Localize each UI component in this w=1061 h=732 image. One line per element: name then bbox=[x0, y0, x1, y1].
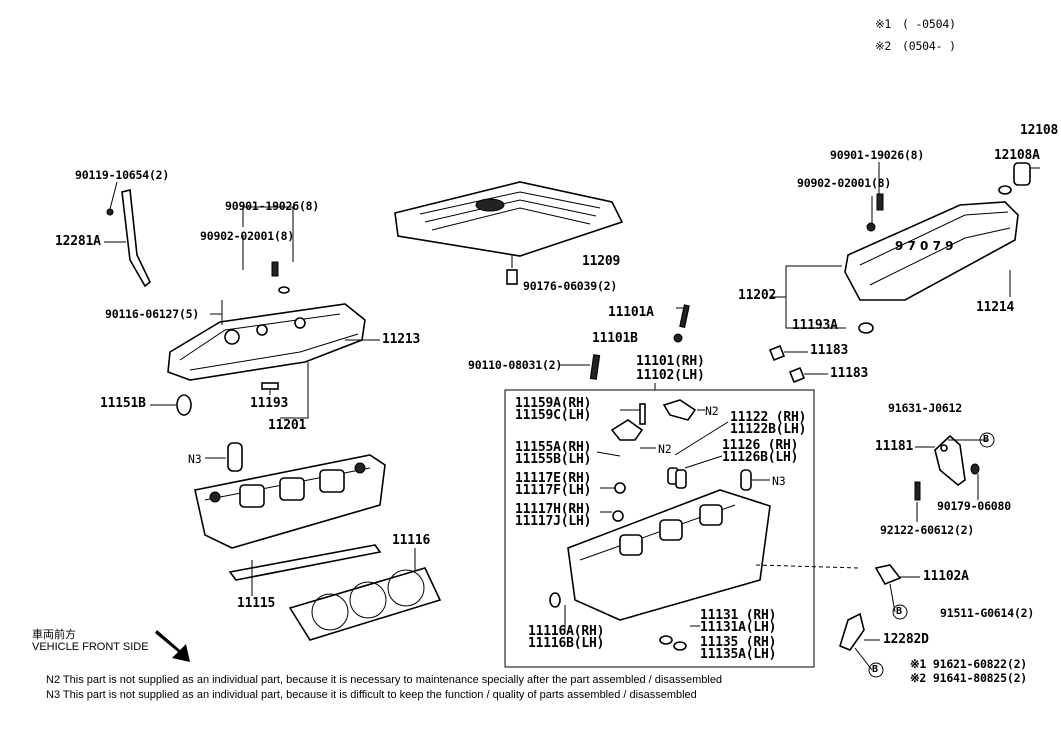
label-12282D[interactable]: 12282D bbox=[883, 632, 929, 647]
label-11181[interactable]: 11181 bbox=[875, 439, 914, 454]
label-12281A[interactable]: 12281A bbox=[55, 234, 101, 249]
label-11101B[interactable]: 11101B bbox=[592, 331, 638, 346]
cylinder-head-right[interactable] bbox=[549, 399, 861, 651]
direction-arrow bbox=[155, 630, 190, 662]
label-91631[interactable]: 91631-J0612 bbox=[888, 401, 962, 415]
label-90110[interactable]: 90110-08031(2) bbox=[468, 358, 563, 372]
legend-mark-1: ※1 bbox=[875, 17, 892, 31]
label-11193[interactable]: 11193 bbox=[250, 396, 289, 411]
label-11202[interactable]: 11202 bbox=[738, 288, 777, 303]
label-11116[interactable]: 11116 bbox=[392, 533, 431, 548]
label-12108[interactable]: 12108 bbox=[1020, 123, 1059, 138]
label-11131[interactable]: 11131 (RH) bbox=[700, 608, 777, 623]
label-N2-mid[interactable]: N2 bbox=[658, 442, 672, 456]
label-11151B[interactable]: 11151B bbox=[100, 396, 146, 411]
label-11122B[interactable]: 11122B(LH) bbox=[730, 422, 807, 437]
label-11193A[interactable]: 11193A bbox=[792, 318, 838, 333]
label-11117J[interactable]: 11117J(LH) bbox=[515, 514, 592, 529]
circle-b-3: B bbox=[872, 664, 878, 675]
label-11209[interactable]: 11209 bbox=[582, 254, 621, 269]
note-n2: N2 This part is not supplied as an indiv… bbox=[46, 674, 723, 686]
head-gasket-11116[interactable] bbox=[288, 548, 442, 641]
valve-train-box bbox=[504, 389, 815, 668]
label-90176[interactable]: 90176-06039(2) bbox=[523, 279, 618, 293]
label-N3-left[interactable]: N3 bbox=[188, 452, 202, 466]
label-91621[interactable]: ※1 91621-60822(2) bbox=[910, 657, 1028, 671]
bracket-12282D[interactable] bbox=[839, 612, 880, 671]
bolt-11101A[interactable] bbox=[560, 304, 690, 380]
label-11122[interactable]: 11122 (RH) bbox=[730, 410, 807, 425]
label-11101A[interactable]: 11101A bbox=[608, 305, 654, 320]
head-cover-right-11214[interactable]: 9 7 0 7 9 bbox=[770, 162, 1019, 334]
cylinder-head-left[interactable] bbox=[194, 442, 386, 549]
label-11135[interactable]: 11135 (RH) bbox=[700, 635, 777, 650]
label-11183-top[interactable]: 11183 bbox=[810, 343, 849, 358]
label-11135A[interactable]: 11135A(LH) bbox=[700, 647, 777, 662]
gasket-11115[interactable] bbox=[228, 544, 382, 596]
legend-range-2: (0504- ) bbox=[902, 39, 956, 53]
label-11131A[interactable]: 11131A(LH) bbox=[700, 620, 777, 635]
circle-b-2: B bbox=[896, 606, 902, 617]
label-11159A[interactable]: 11159A(RH) bbox=[515, 396, 592, 411]
label-11214[interactable]: 11214 bbox=[976, 300, 1015, 315]
label-11115[interactable]: 11115 bbox=[237, 596, 276, 611]
label-11126B[interactable]: 11126B(LH) bbox=[722, 450, 799, 465]
oil-filler-cap-12108[interactable] bbox=[998, 162, 1040, 195]
label-12108A[interactable]: 12108A bbox=[994, 148, 1040, 163]
svg-text:9 7 0 7 9: 9 7 0 7 9 bbox=[895, 239, 953, 253]
label-91511[interactable]: 91511-G0614(2) bbox=[940, 606, 1035, 620]
label-11155A[interactable]: 11155A(RH) bbox=[515, 440, 592, 455]
label-11117F[interactable]: 11117F(LH) bbox=[515, 483, 592, 498]
label-11116A[interactable]: 11116A(RH) bbox=[528, 624, 605, 639]
grommet-bolt-left[interactable] bbox=[242, 206, 294, 294]
label-11101RH[interactable]: 11101(RH) bbox=[636, 354, 705, 369]
label-90902-right[interactable]: 90902-02001(8) bbox=[797, 176, 892, 190]
label-90901-left[interactable]: 90901-19026(8) bbox=[225, 199, 320, 213]
label-11183-bottom[interactable]: 11183 bbox=[830, 366, 869, 381]
bracket-12281A[interactable] bbox=[104, 181, 151, 288]
circle-b-1: B bbox=[983, 434, 989, 445]
label-11117H[interactable]: 11117H(RH) bbox=[515, 502, 592, 517]
label-90902-left[interactable]: 90902-02001(8) bbox=[200, 229, 295, 243]
label-11126[interactable]: 11126 (RH) bbox=[722, 438, 799, 453]
note-n3: N3 This part is not supplied as an indiv… bbox=[46, 689, 697, 701]
label-90116[interactable]: 90116-06127(5) bbox=[105, 307, 200, 321]
label-11102LH[interactable]: 11102(LH) bbox=[636, 368, 705, 383]
plug-11183[interactable] bbox=[768, 344, 828, 384]
vehicle-front-jp: 車両前方 bbox=[32, 629, 76, 641]
legend-range-1: ( -0504) bbox=[902, 17, 956, 31]
label-11159C[interactable]: 11159C(LH) bbox=[515, 408, 592, 423]
label-90179[interactable]: 90179-06080 bbox=[937, 499, 1011, 513]
label-90119[interactable]: 90119-10654(2) bbox=[75, 168, 170, 182]
label-11201[interactable]: 11201 bbox=[268, 418, 307, 433]
legend-mark-2: ※2 bbox=[875, 39, 892, 53]
label-92122[interactable]: 92122-60612(2) bbox=[880, 523, 975, 537]
engine-cover-11209[interactable] bbox=[394, 181, 624, 285]
label-11155B[interactable]: 11155B(LH) bbox=[515, 452, 592, 467]
label-11116B[interactable]: 11116B(LH) bbox=[528, 636, 605, 651]
vehicle-front-en: VEHICLE FRONT SIDE bbox=[32, 641, 149, 653]
label-N2-top[interactable]: N2 bbox=[705, 404, 719, 418]
label-11213[interactable]: 11213 bbox=[382, 332, 421, 347]
label-91641[interactable]: ※2 91641-80825(2) bbox=[910, 671, 1028, 685]
label-11102A[interactable]: 11102A bbox=[923, 569, 969, 584]
bracket-11181[interactable] bbox=[914, 434, 987, 522]
label-11117E[interactable]: 11117E(RH) bbox=[515, 471, 592, 486]
callout-circles bbox=[868, 432, 995, 678]
label-N3-right[interactable]: N3 bbox=[772, 474, 786, 488]
label-90901-right[interactable]: 90901-19026(8) bbox=[830, 148, 925, 162]
